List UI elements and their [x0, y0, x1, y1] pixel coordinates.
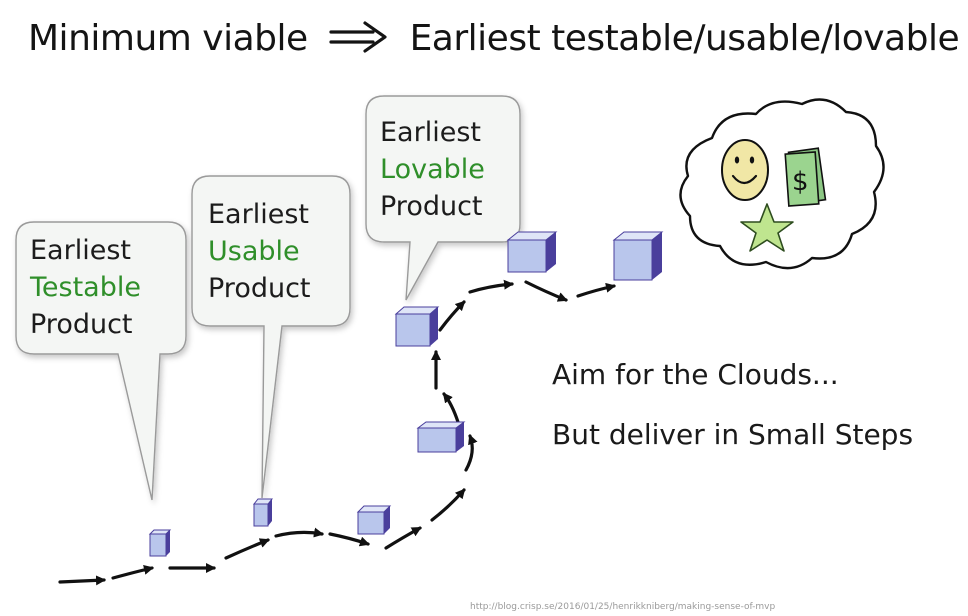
progress-path	[58, 279, 616, 586]
source-credit: http://blog.crisp.se/2016/01/25/henrikkn…	[470, 602, 776, 612]
bubble-line: Earliest	[380, 117, 481, 148]
caption-deliver: But deliver in Small Steps	[552, 418, 914, 451]
star-icon	[740, 203, 794, 252]
bubble-usable	[191, 175, 351, 499]
bubble-lovable	[365, 95, 521, 301]
step-block	[148, 529, 172, 557]
goal-cloud	[679, 98, 885, 270]
bubble-line: Product	[380, 191, 483, 222]
step-arrow	[468, 279, 514, 294]
svg-text:$: $	[792, 167, 809, 197]
step-block	[416, 421, 466, 453]
step-arrow	[430, 488, 466, 522]
bubble-highlight: Usable	[208, 236, 300, 267]
double-arrow-icon	[329, 18, 389, 59]
step-block	[356, 505, 392, 535]
step-block	[506, 231, 558, 273]
smiley-face-icon	[721, 139, 769, 201]
step-block	[394, 306, 440, 347]
step-arrow	[328, 532, 370, 547]
page-title: Minimum viable Earliest testable/usable/…	[28, 18, 960, 59]
bubble-line: Product	[30, 309, 133, 340]
bubble-line: Product	[208, 273, 311, 304]
dollar-bills-icon: $	[784, 147, 827, 207]
title-left: Minimum viable	[28, 18, 308, 59]
step-arrow	[274, 527, 324, 538]
caption-aim: Aim for the Clouds...	[552, 358, 839, 391]
step-arrow	[384, 526, 422, 550]
step-arrow	[438, 300, 466, 332]
bubble-highlight: Testable	[30, 272, 141, 303]
bubble-line: Earliest	[30, 235, 131, 266]
bubble-highlight: Lovable	[380, 154, 485, 185]
step-arrow	[442, 392, 460, 424]
bubble-line: Earliest	[208, 199, 309, 230]
bubble-usable-text: Earliest Usable Product	[208, 196, 311, 307]
bubble-testable	[15, 221, 187, 501]
step-arrow	[524, 280, 568, 302]
step-arrow	[58, 575, 106, 586]
step-block	[252, 498, 274, 527]
step-arrow	[576, 282, 616, 298]
step-block	[612, 231, 664, 281]
bubble-lovable-text: Earliest Lovable Product	[380, 114, 485, 225]
title-right: Earliest testable/usable/lovable	[409, 18, 960, 59]
step-arrow	[464, 434, 478, 472]
bubble-testable-text: Earliest Testable Product	[30, 232, 141, 343]
step-arrow	[224, 538, 270, 560]
step-arrow	[111, 564, 154, 580]
